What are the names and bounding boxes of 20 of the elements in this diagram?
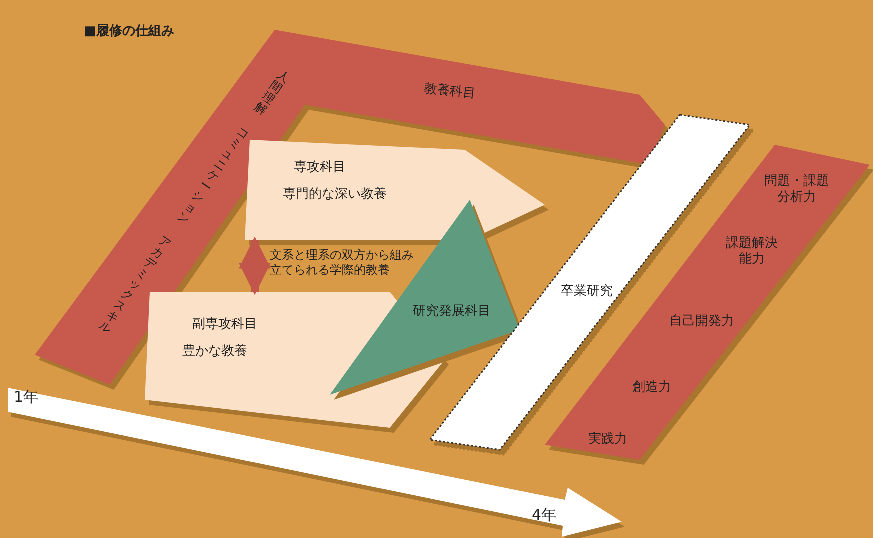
skill-label: 創造力: [632, 380, 672, 396]
box-label: 専攻科目: [293, 160, 347, 176]
band-label: 人間理解: [251, 68, 293, 118]
band-label: 卒業研究: [560, 284, 614, 300]
year-label: 4年: [532, 508, 558, 523]
box-label: 豊かな教養: [182, 344, 248, 360]
year-label: 1年: [14, 390, 40, 405]
band-label: コミュニケーション: [174, 124, 252, 228]
double-arrow: [239, 236, 271, 296]
triangle-label: 研究発展科目: [412, 304, 492, 320]
band-label: 教養科目: [422, 80, 478, 104]
title: ■履修の仕組み: [84, 24, 174, 40]
skill-label: 課題解決能力: [725, 236, 779, 268]
box-label: 専門的な深い教養: [282, 187, 388, 203]
box-label: 副専攻科目: [192, 317, 258, 333]
skill-label: 自己開発力: [668, 314, 736, 330]
skill-label: 実践力: [588, 432, 628, 448]
skill-label: 問題・課題分析力: [764, 174, 830, 206]
note-text: 文系と理系の双方から組み立てられる学際的教養: [270, 248, 415, 278]
band-label: アカデミックスキル: [96, 233, 174, 337]
